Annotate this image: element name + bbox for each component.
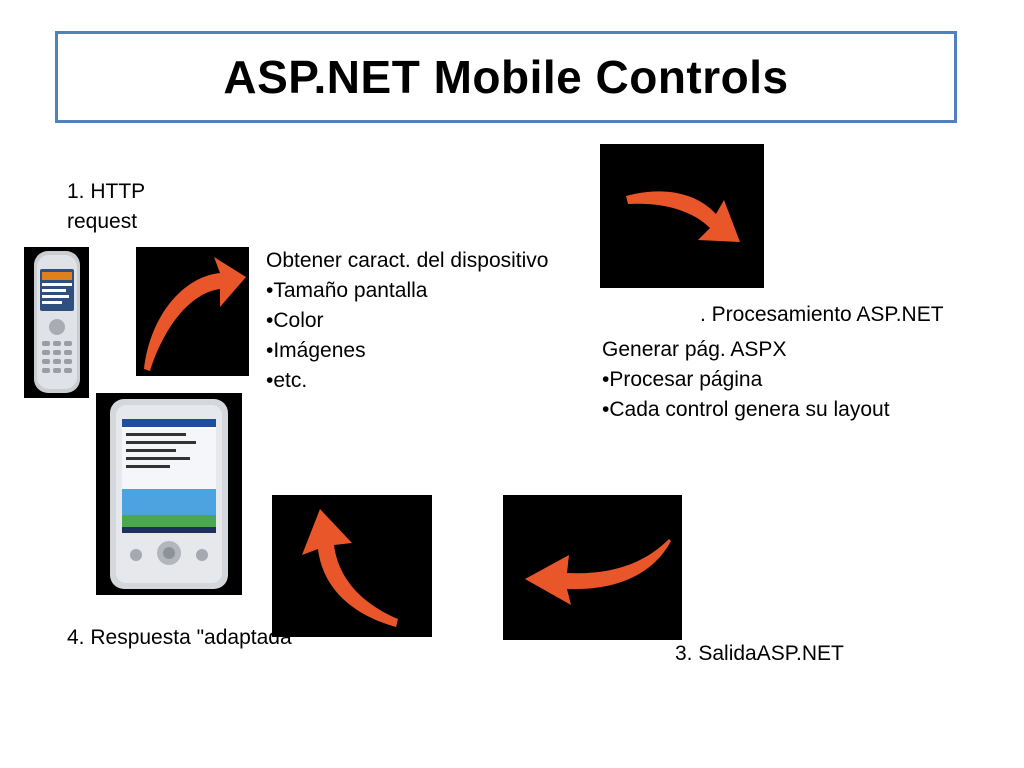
device-features: Obtener caract. del dispositivo •Tamaño … xyxy=(266,246,548,396)
step2-details: Generar pág. ASPX •Procesar página •Cada… xyxy=(602,335,890,425)
pocket-pc-icon xyxy=(96,393,242,595)
step1-label-line1: 1. HTTP xyxy=(67,180,146,203)
curved-arrow-icon xyxy=(600,144,764,288)
device-feature-item: •Imágenes xyxy=(266,339,366,362)
step4-label: 4. Respuesta "adaptada xyxy=(67,626,292,649)
title-box: ASP.NET Mobile Controls xyxy=(55,31,957,123)
step2-heading: Generar pág. ASPX xyxy=(602,338,787,361)
device-features-heading: Obtener caract. del dispositivo xyxy=(266,249,549,272)
curved-arrow-icon xyxy=(136,247,249,376)
step2-item: •Procesar página xyxy=(602,368,763,391)
device-feature-item: •Color xyxy=(266,309,324,332)
curved-arrow-icon xyxy=(272,495,432,637)
device-feature-item: •Tamaño pantalla xyxy=(266,279,428,302)
curved-arrow-icon xyxy=(503,495,682,640)
step1-label: 1. HTTP request xyxy=(67,177,145,237)
step2-item: •Cada control genera su layout xyxy=(602,398,890,421)
slide-title: ASP.NET Mobile Controls xyxy=(223,51,789,103)
step3-label: 3. SalidaASP.NET xyxy=(675,642,844,665)
mobile-phone-icon xyxy=(24,247,89,398)
step1-label-line2: request xyxy=(67,210,138,233)
device-feature-item: •etc. xyxy=(266,369,308,392)
step2-label: . Procesamiento ASP.NET xyxy=(700,303,944,326)
